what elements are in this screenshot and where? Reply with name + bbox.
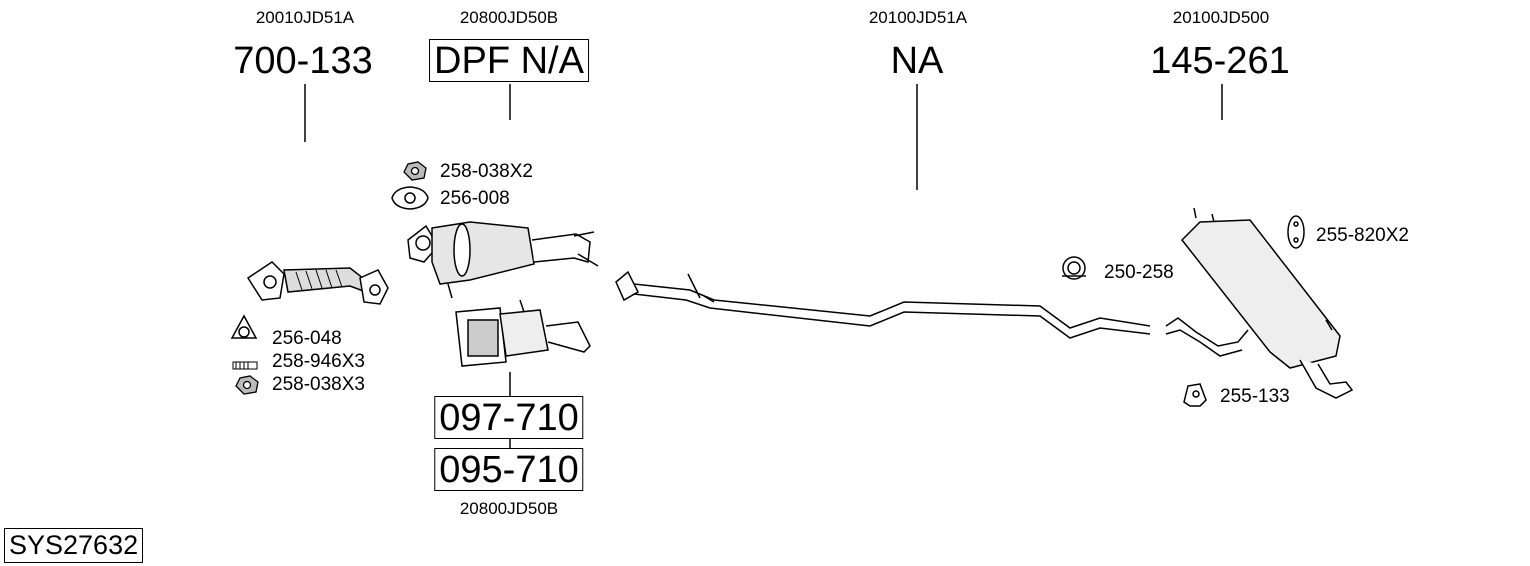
oe-number-rear-silencer: 20100JD500 xyxy=(1172,8,1270,27)
part-number-catalyst-2[interactable]: 095-710 xyxy=(434,448,584,491)
clamp-icon xyxy=(1062,256,1086,280)
rear-silencer-icon xyxy=(1165,207,1354,399)
rubber-mount-icon xyxy=(1287,215,1305,249)
accessory-label-gasket-front[interactable]: 256-048 xyxy=(272,328,342,349)
system-id-label: SYS27632 xyxy=(4,528,144,563)
oe-number-front-pipe: 20010JD51A xyxy=(255,8,355,27)
accessory-label-clamp[interactable]: 250-258 xyxy=(1104,262,1174,283)
part-number-dpf[interactable]: DPF N/A xyxy=(429,39,589,82)
accessory-label-nut-dpf[interactable]: 258-038X2 xyxy=(440,161,533,182)
accessory-label-rubber-mount[interactable]: 255-820X2 xyxy=(1316,225,1409,246)
part-number-front-pipe[interactable]: 700-133 xyxy=(233,40,373,82)
nut-front-icon xyxy=(235,375,259,395)
dpf-icon xyxy=(407,221,599,299)
catalyst-icon xyxy=(455,299,591,367)
accessory-label-bolt-front[interactable]: 258-946X3 xyxy=(272,351,365,372)
part-number-catalyst-1[interactable]: 097-710 xyxy=(434,396,584,439)
oe-number-catalyst: 20800JD50B xyxy=(459,499,559,518)
nut-dpf-icon xyxy=(403,161,427,181)
oe-number-dpf: 20800JD50B xyxy=(459,8,559,27)
part-number-rear-silencer[interactable]: 145-261 xyxy=(1150,40,1290,82)
accessory-label-nut-front[interactable]: 258-038X3 xyxy=(272,374,365,395)
accessory-label-rubber-hanger[interactable]: 255-133 xyxy=(1220,386,1290,407)
oe-number-center-pipe: 20100JD51A xyxy=(868,8,968,27)
accessory-label-gasket-dpf[interactable]: 256-008 xyxy=(440,188,510,209)
bolt-front-icon xyxy=(232,361,258,370)
rubber-hanger-icon xyxy=(1183,383,1207,407)
front-pipe-icon xyxy=(246,261,389,305)
gasket-dpf-icon xyxy=(391,186,429,210)
gasket-front-icon xyxy=(230,314,258,339)
center-pipe-icon xyxy=(615,270,1151,339)
part-number-center-pipe[interactable]: NA xyxy=(890,40,944,82)
